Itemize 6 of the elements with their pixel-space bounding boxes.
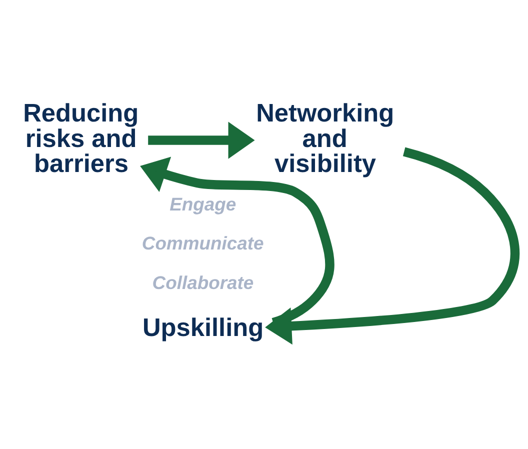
node-text: Upskilling (142, 314, 264, 342)
node-text: Networking and visibility (256, 99, 394, 178)
label: Communicate (141, 232, 264, 254)
label: Collaborate (152, 272, 254, 293)
label: Engage (169, 193, 236, 214)
node-text: Reducing risks and barriers (22, 99, 138, 178)
